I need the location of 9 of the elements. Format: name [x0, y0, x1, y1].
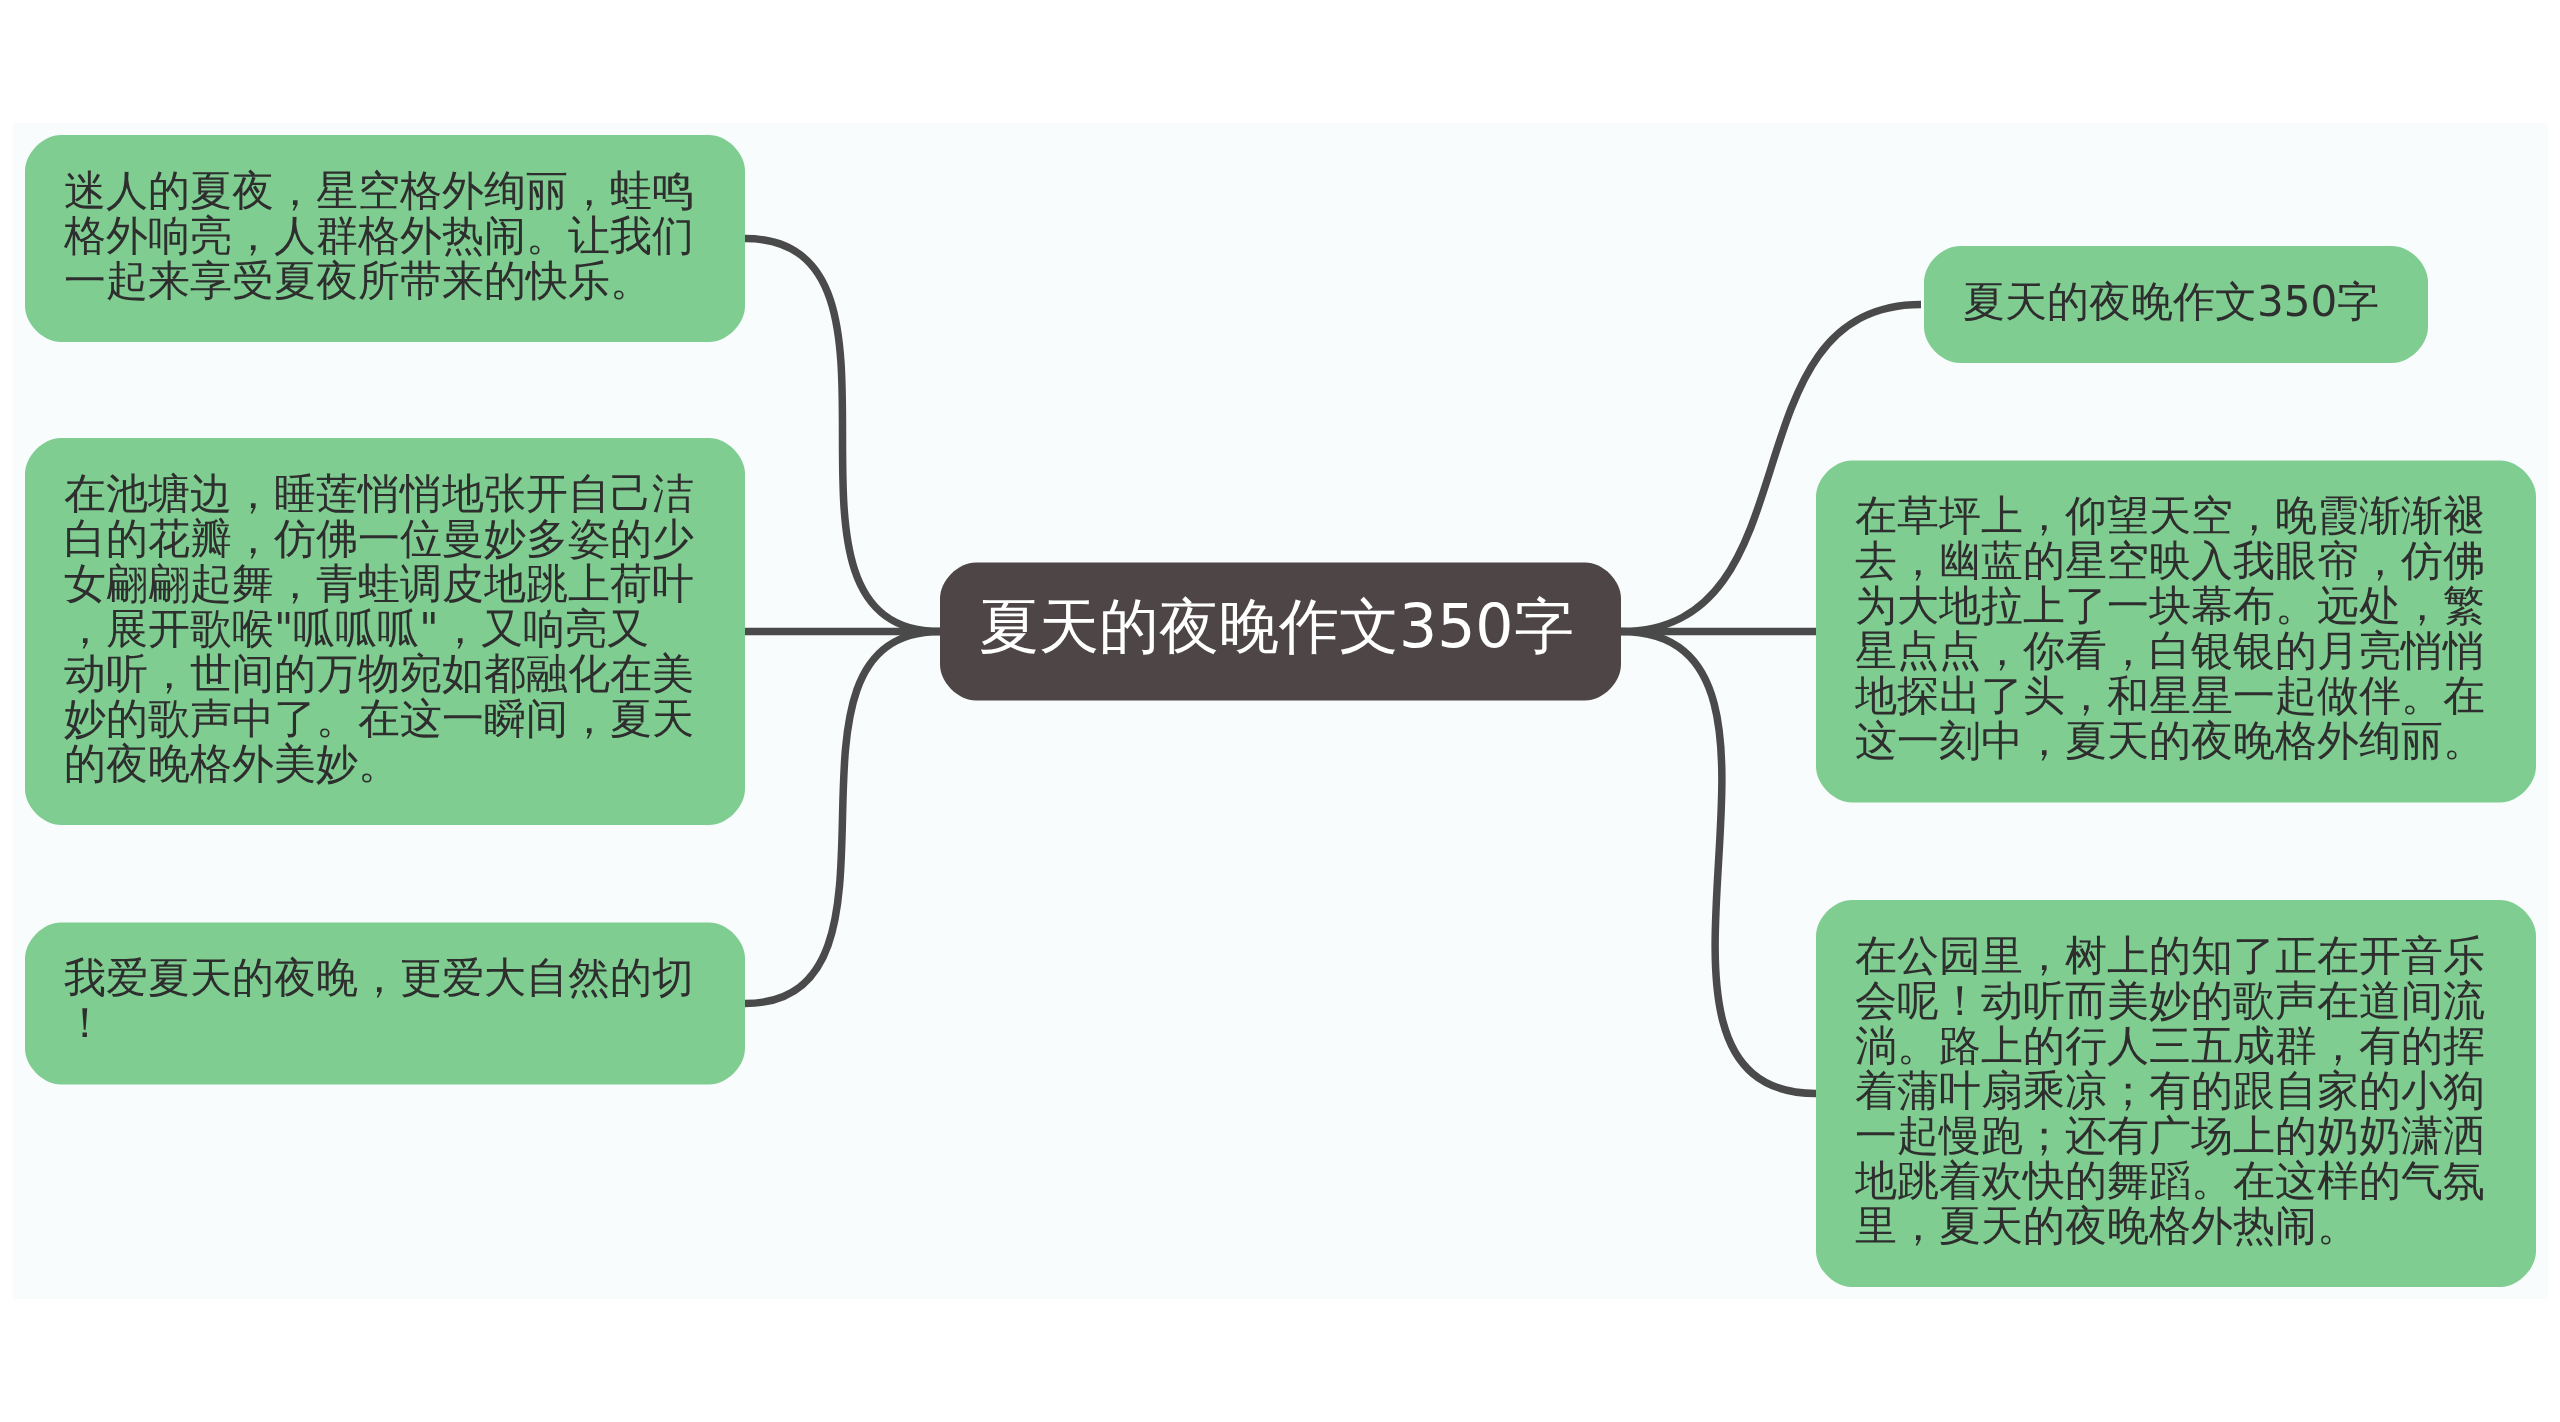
node-box: 夏天的夜晚作文350字: [939, 562, 1621, 701]
node-box: 我爱夏天的夜晚，更爱大自然的切！: [24, 922, 745, 1085]
node-box: 迷人的夏夜，星空格外绚丽，蛙鸣格外响亮，人群格外热闹。让我们一起来享受夏夜所带来的快乐。: [24, 135, 745, 342]
node-box: 在公园里，树上的知了正在开音乐会呢！动听而美妙的歌声在道间流淌。路上的行人三五成群，有的挥着蒲叶扇乘凉；有的跟自家的小狗一起慢跑；还有广场上的奶奶潇洒地跳着欢快的舞蹈。在这样的气氛里，夏天的夜晚格外热闹。: [1815, 900, 2536, 1287]
connector: [743, 627, 941, 1008]
node-box: 夏天的夜晚作文350字: [1923, 246, 2428, 363]
node-box: 在草坪上，仰望天空，晚霞渐渐褪去，幽蓝的星空映入我眼帘，仿佛为大地拉上了一块幕布。远处，繁星点点，你看，白银银的月亮悄悄地探出了头，和星星一起做伴。在这一刻中，夏天的夜晚格外绚丽。: [1815, 460, 2536, 803]
connector: [1619, 627, 1817, 1098]
node-box: 在池塘边，睡莲悄悄地张开自己洁白的花瓣，仿佛一位曼妙多姿的少女翩翩起舞，青蛙调皮地跳上荷叶，展开歌喉"呱呱呱"，又响亮又动听，世间的万物宛如都融化在美妙的歌声中了。在这一瞬间，夏天的夜晚格外美妙。: [24, 438, 745, 825]
